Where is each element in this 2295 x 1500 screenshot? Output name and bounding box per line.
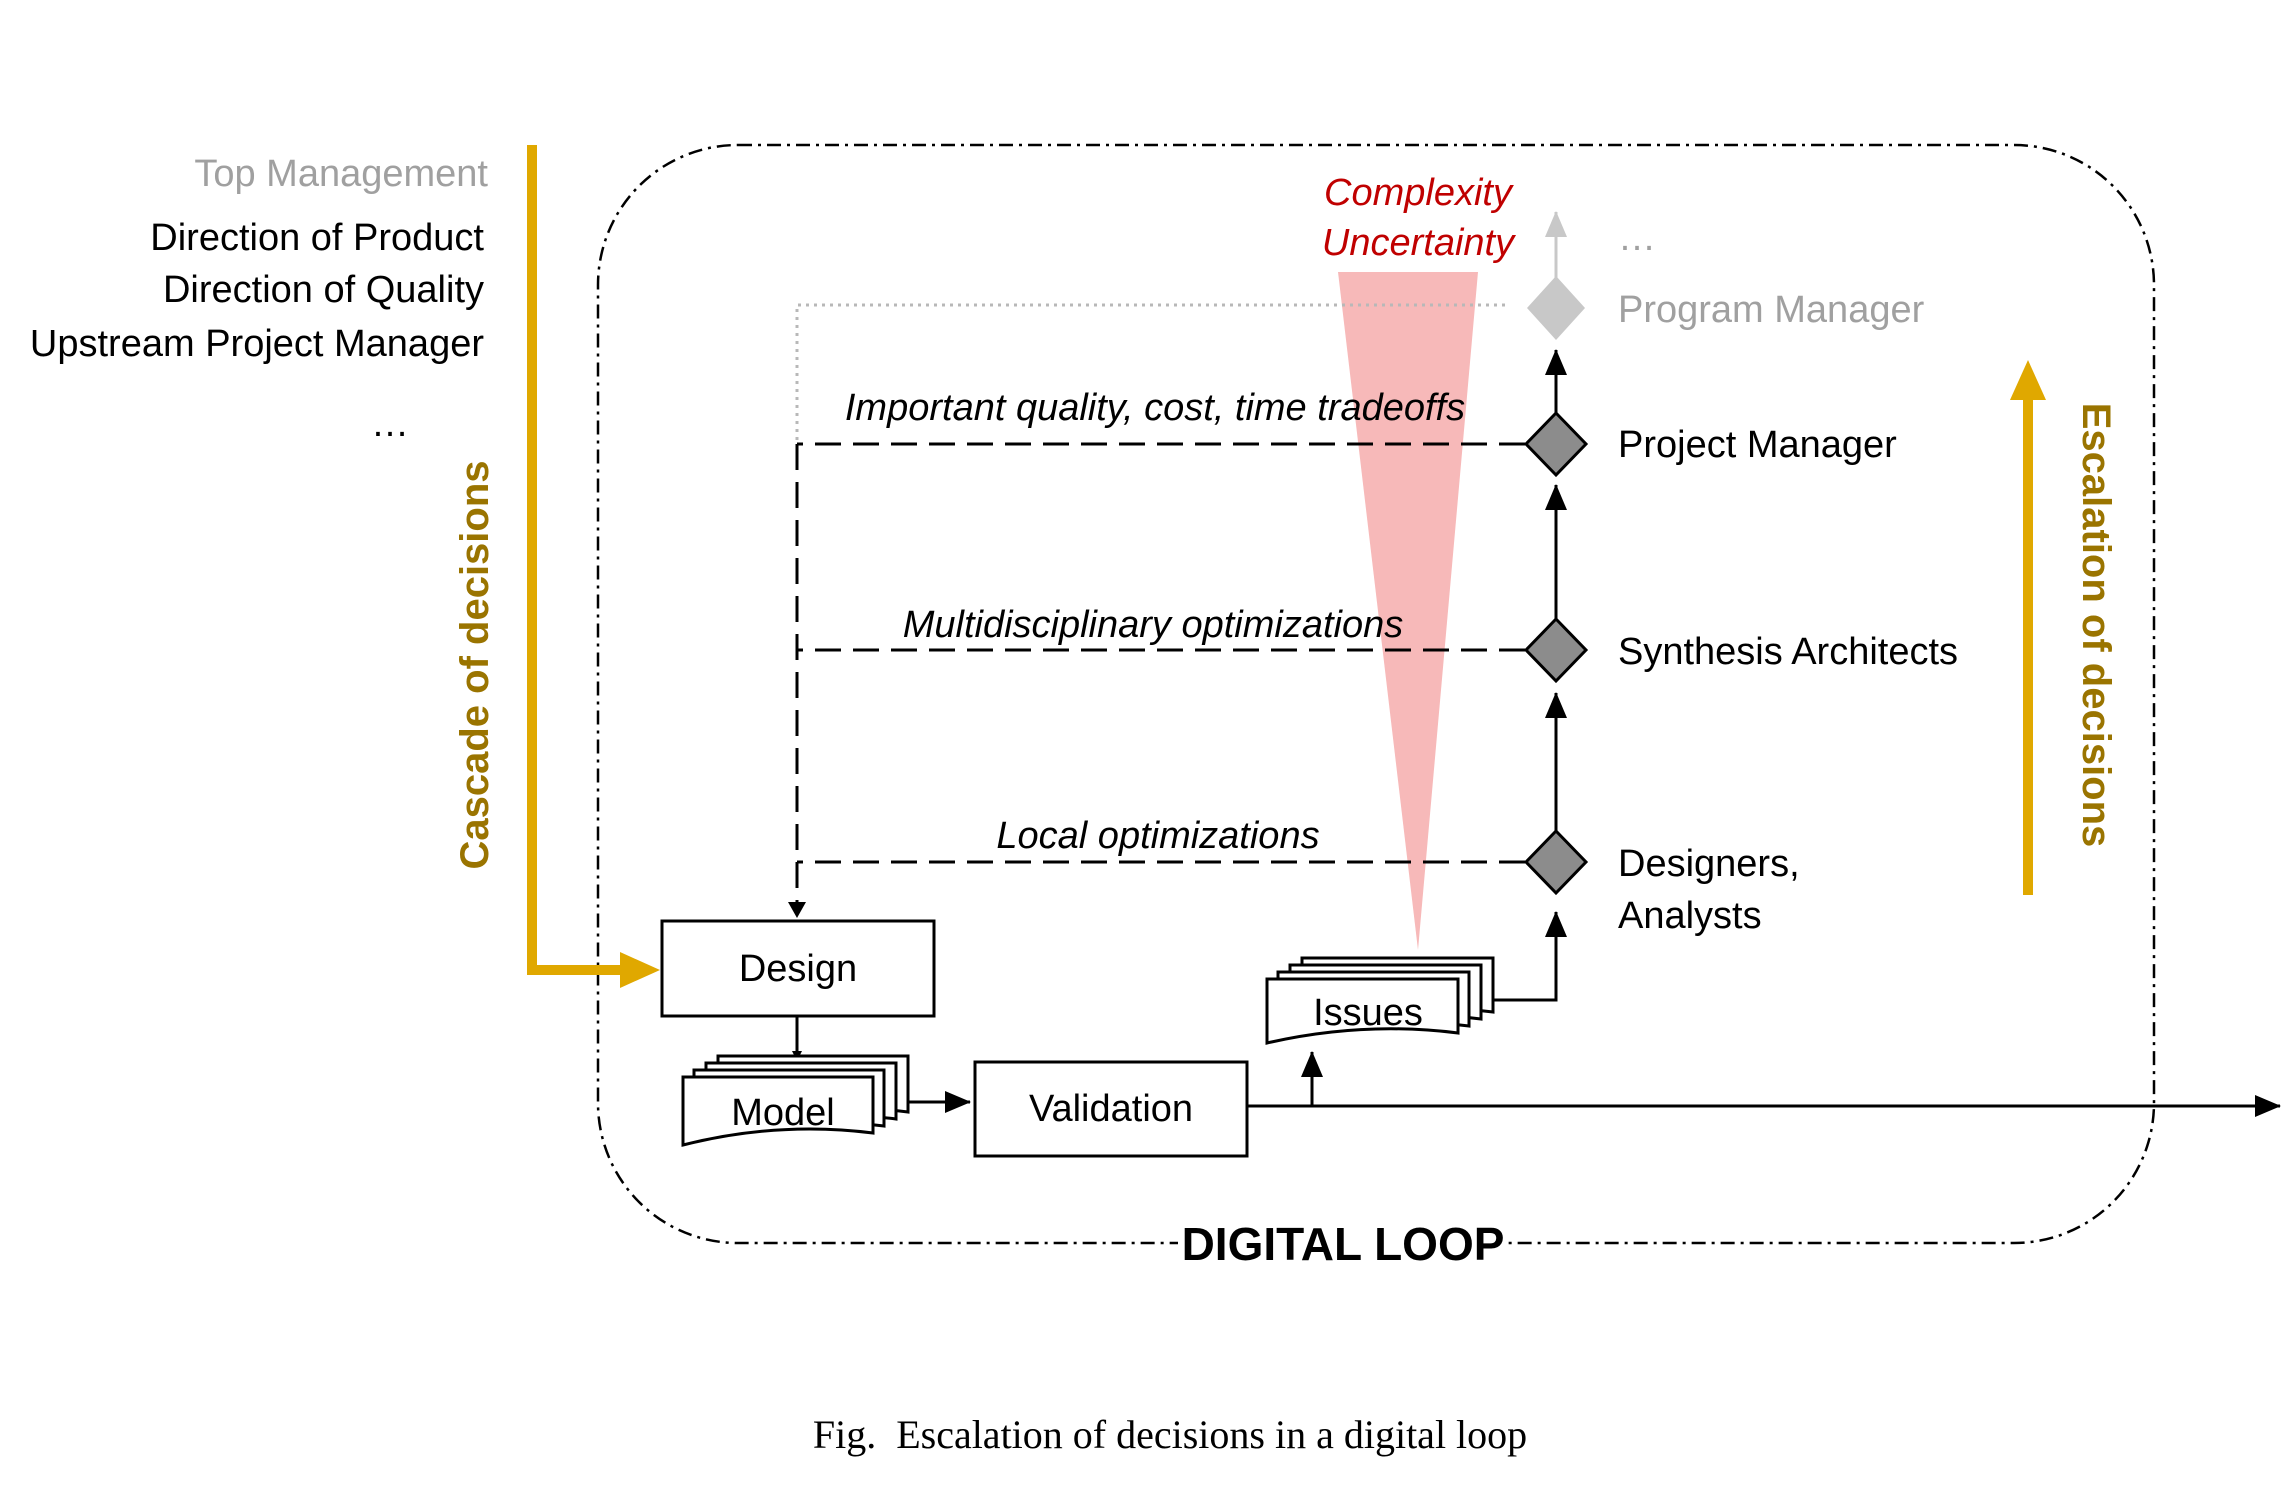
escalation-arrowhead <box>2010 360 2046 400</box>
upstream-project-manager-label: Upstream Project Manager <box>30 323 484 365</box>
model-document-stack <box>681 1054 910 1147</box>
validation-label: Validation <box>1029 1088 1193 1130</box>
analysts-label: Analysts <box>1618 895 1762 937</box>
complexity-cone <box>1338 272 1478 950</box>
issues-to-spine-connector <box>1493 998 1558 1002</box>
uncertainty-label: Uncertainty <box>1322 222 1516 264</box>
cascade-of-decisions-label: Cascade of decisions <box>453 460 497 869</box>
cascade-arrowhead <box>620 952 660 988</box>
direction-of-quality-label: Direction of Quality <box>163 269 484 311</box>
escalation-of-decisions-label: Escalation of decisions <box>2074 403 2118 848</box>
local-optimizations-label: Local optimizations <box>996 815 1319 857</box>
figure-caption: Fig. Escalation of decisions in a digita… <box>813 1412 1527 1457</box>
project-manager-label: Project Manager <box>1618 424 1897 466</box>
validation-box <box>973 1060 1249 1158</box>
synthesis-architects-label: Synthesis Architects <box>1618 631 1958 673</box>
issues-label: Issues <box>1313 992 1423 1034</box>
designers-label: Designers, <box>1618 843 1800 885</box>
design-box <box>660 919 936 1018</box>
feedback-arrowhead <box>788 902 806 918</box>
program-manager-diamond <box>1527 276 1585 340</box>
cascade-line <box>527 145 625 975</box>
digital-loop-label-background <box>1178 1212 1508 1274</box>
complexity-label: Complexity <box>1324 172 1514 214</box>
model-label: Model <box>731 1092 835 1134</box>
project-manager-diamond <box>1523 410 1589 478</box>
synthesis-architects-diamond <box>1523 616 1589 684</box>
top-right-ellipsis: … <box>1618 217 1656 259</box>
important-tradeoffs-label: Important quality, cost, time tradeoffs <box>845 387 1465 429</box>
design-label: Design <box>739 948 857 990</box>
multidisciplinary-label: Multidisciplinary optimizations <box>903 604 1404 646</box>
left-ellipsis: … <box>371 403 409 445</box>
digital-loop-label: DIGITAL LOOP <box>1182 1218 1505 1270</box>
program-manager-label: Program Manager <box>1618 289 1925 331</box>
direction-of-product-label: Direction of Product <box>150 217 484 259</box>
program-manager-feedback-line <box>795 303 1505 445</box>
issues-document-stack <box>1265 956 1495 1045</box>
top-management-label: Top Management <box>194 153 488 195</box>
designers-diamond <box>1523 828 1589 896</box>
